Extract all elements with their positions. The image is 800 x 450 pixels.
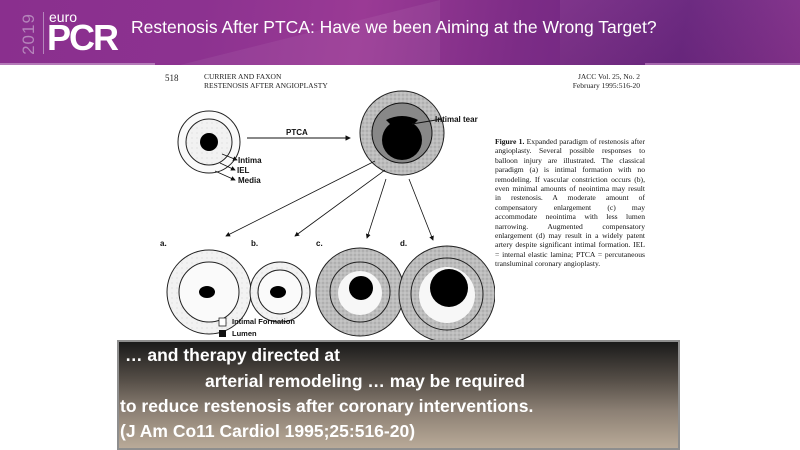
vessel-b <box>249 261 311 323</box>
header-decoration <box>180 0 440 65</box>
legend-swatch-lumen <box>219 330 226 337</box>
journal-citation: JACC Vol. 25, No. 2 February 1995:516-20 <box>573 72 640 90</box>
page-number: 518 <box>165 73 179 83</box>
quote-line-3: to reduce restenosis after coronary inte… <box>120 396 534 416</box>
label-b: b. <box>251 239 259 248</box>
running-head: CURRIER AND FAXON RESTENOSIS AFTER ANGIO… <box>204 72 328 90</box>
running-title: RESTENOSIS AFTER ANGIOPLASTY <box>204 81 328 90</box>
slide-title: Restenosis After PTCA: Have we been Aimi… <box>131 17 657 37</box>
vessel-d <box>398 245 495 340</box>
logo-euro: euro <box>49 9 78 25</box>
branch-arrow-a <box>225 160 376 237</box>
figure-caption: Figure 1. Expanded paradigm of restenosi… <box>495 137 645 269</box>
legend-label-lumen: Lumen <box>232 329 257 338</box>
header-decoration <box>560 0 800 65</box>
label-ptca: PTCA <box>286 128 308 137</box>
header-underline <box>645 63 800 65</box>
logo-pcr: PCR <box>47 17 119 58</box>
legend-label-intimal-formation: Intimal Formation <box>232 317 295 326</box>
post-ptca-vessel <box>359 90 445 176</box>
media-pointer <box>214 170 236 181</box>
branch-arrow-d <box>408 178 434 241</box>
label-intimal-tear: Intimal tear <box>435 115 478 124</box>
iel-pointer <box>219 162 236 171</box>
normal-vessel <box>177 110 241 174</box>
journal-volume: JACC Vol. 25, No. 2 <box>577 72 640 81</box>
logo-year-text: 2019 <box>18 13 38 55</box>
journal-figure-scan: 518 CURRIER AND FAXON RESTENOSIS AFTER A… <box>150 66 660 340</box>
label-a: a. <box>160 239 167 248</box>
logo-year: 2019 <box>18 10 40 56</box>
label-d: d. <box>400 239 408 248</box>
intimal-tear-pointer <box>411 118 443 125</box>
header-underline <box>0 63 155 65</box>
vessel-a <box>166 249 252 335</box>
label-media: Media <box>238 176 261 185</box>
label-iel: IEL <box>237 166 250 175</box>
quote-line-1: … and therapy directed at <box>125 345 340 365</box>
branch-arrow-c <box>365 178 387 239</box>
slide-header: 2019 euro PCR Restenosis After PTCA: Hav… <box>0 0 800 65</box>
caption-heading: Figure 1. <box>495 137 525 146</box>
quote-citation: (J Am Co11 Cardiol 1995;25:516-20) <box>120 421 416 441</box>
caption-text: Expanded paradigm of restenosis after an… <box>495 137 645 269</box>
vessel-c <box>315 247 405 337</box>
quote-box: … and therapy directed at arterial remod… <box>117 340 680 450</box>
label-intima: Intima <box>238 156 262 165</box>
quote-line-2: arterial remodeling … may be required <box>205 371 525 391</box>
restenosis-diagram <box>166 90 495 340</box>
label-c: c. <box>316 239 323 248</box>
intima-pointer <box>221 153 238 161</box>
logo-separator <box>43 12 44 54</box>
authors: CURRIER AND FAXON <box>204 72 282 81</box>
journal-date: February 1995:516-20 <box>572 81 640 90</box>
branch-arrow-b <box>294 169 386 237</box>
legend-swatch-intimal-formation <box>218 317 227 327</box>
